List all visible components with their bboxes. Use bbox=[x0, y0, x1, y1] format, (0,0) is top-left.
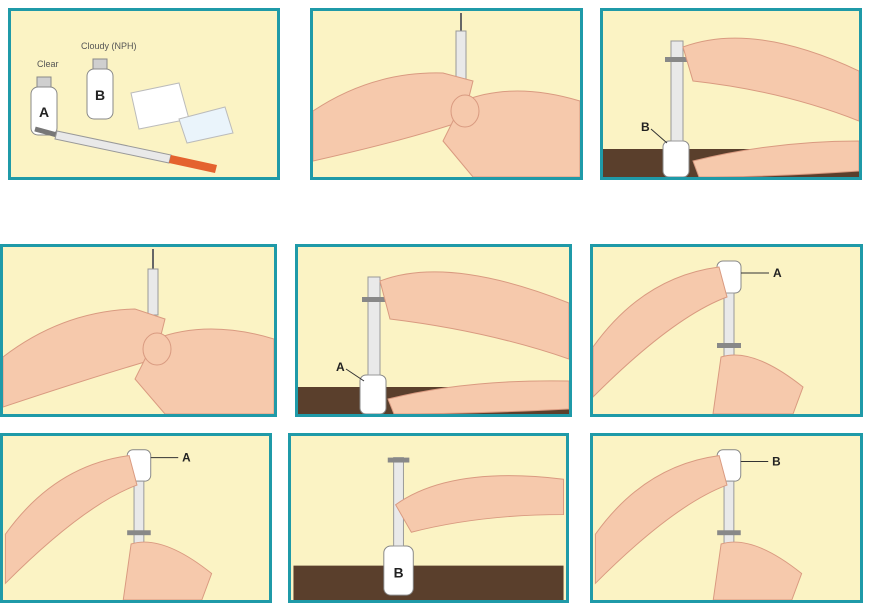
alcohol-swabs bbox=[131, 83, 233, 143]
panel-draw-b: B bbox=[590, 433, 863, 603]
draw-a-illustration: A bbox=[593, 247, 860, 414]
panel-insert-b: B bbox=[288, 433, 569, 603]
vial-a: A bbox=[31, 77, 57, 135]
panel-hold-syringe-2 bbox=[0, 244, 277, 417]
callout-vial-a: A bbox=[182, 452, 191, 465]
vial-b: B bbox=[87, 59, 113, 119]
panel-inject-a: A bbox=[295, 244, 572, 417]
vial-b-letter: B bbox=[394, 565, 404, 580]
callout-vial-b: B bbox=[772, 455, 781, 468]
callout-vial-a: A bbox=[336, 360, 345, 374]
panel-supplies: Clear Cloudy (NPH) A B bbox=[8, 8, 280, 180]
panel-inject-b: B bbox=[600, 8, 862, 180]
callout-vial-b: B bbox=[641, 120, 650, 134]
panel-draw-a-2: A bbox=[0, 433, 272, 603]
hold-syringe-illustration bbox=[313, 11, 580, 177]
syringe bbox=[148, 249, 158, 315]
panel-draw-a: A bbox=[590, 244, 863, 417]
callout-vial-a: A bbox=[773, 266, 782, 280]
draw-a-2-illustration: A bbox=[3, 436, 269, 600]
inject-a-illustration: A bbox=[298, 247, 569, 414]
vial-b bbox=[663, 141, 689, 177]
supplies-illustration: Clear Cloudy (NPH) A B bbox=[11, 11, 277, 177]
panel-hold-syringe bbox=[310, 8, 583, 180]
vial-b: B bbox=[384, 546, 413, 595]
cloudy-label: Cloudy (NPH) bbox=[81, 41, 137, 51]
vial-b-letter: B bbox=[95, 87, 105, 103]
hold-syringe-2-illustration bbox=[3, 247, 274, 414]
draw-b-illustration: B bbox=[593, 436, 860, 600]
vial-a-letter: A bbox=[39, 104, 49, 120]
syringe bbox=[456, 13, 466, 81]
insert-b-illustration: B bbox=[291, 436, 566, 600]
inject-b-illustration: B bbox=[603, 11, 859, 177]
table-surface bbox=[293, 566, 563, 600]
clear-label: Clear bbox=[37, 59, 59, 69]
